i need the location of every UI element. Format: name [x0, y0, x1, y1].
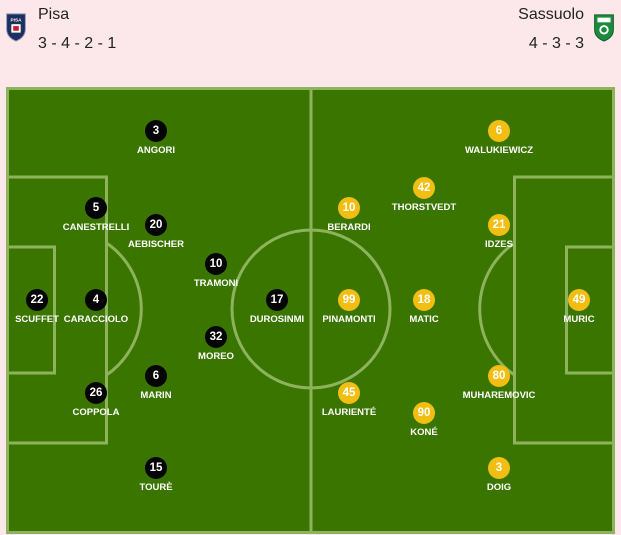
player-name: MURIC	[563, 314, 595, 325]
away-team-name: Sassuolo	[518, 6, 584, 23]
player-number: 10	[205, 253, 227, 275]
player-name: WALUKIEWICZ	[464, 145, 534, 156]
player-number: 26	[85, 382, 107, 404]
match-header: PISA Pisa 3 - 4 - 2 - 1 Sassuolo 4 - 3 -…	[0, 0, 621, 86]
player-number: 3	[488, 457, 510, 479]
player-name: BERARDI	[327, 222, 371, 233]
player-number: 4	[85, 289, 107, 311]
player-name: MARIN	[140, 390, 172, 401]
player-name: SCUFFET	[15, 314, 59, 325]
player-number: 18	[413, 289, 435, 311]
player-number: 42	[413, 177, 435, 199]
player-name: KONÉ	[410, 427, 438, 438]
player-number: 15	[145, 457, 167, 479]
player-number: 90	[413, 402, 435, 424]
player-number: 49	[568, 289, 590, 311]
player-name: PINAMONTI	[322, 314, 376, 325]
player-name: COPPOLA	[72, 407, 120, 418]
player-number: 45	[338, 382, 360, 404]
player-number: 3	[145, 120, 167, 142]
player-number: 99	[338, 289, 360, 311]
player-name: LAURIENTÉ	[321, 407, 377, 418]
player-name: ANGORI	[137, 145, 175, 156]
player-name: CANESTRELLI	[62, 222, 130, 233]
player-number: 20	[145, 214, 167, 236]
player-name: TOURÈ	[139, 482, 173, 493]
player-number: 6	[488, 120, 510, 142]
home-team-name: Pisa	[38, 6, 70, 23]
player-number: 6	[145, 365, 167, 387]
player-name: CARACCIOLO	[63, 314, 129, 325]
player-number: 22	[26, 289, 48, 311]
player-number: 10	[338, 197, 360, 219]
sassuolo-crest-icon	[594, 14, 614, 42]
player-name: AEBISCHER	[128, 239, 184, 250]
player-name: TRAMONI	[193, 278, 239, 289]
away-formation: 4 - 3 - 3	[528, 35, 584, 52]
home-formation: 3 - 4 - 2 - 1	[38, 35, 117, 52]
pitch-markings	[6, 87, 615, 534]
player-name: MOREO	[198, 351, 234, 362]
player-number: 5	[85, 197, 107, 219]
player-name: DOIG	[486, 482, 512, 493]
player-number: 21	[488, 214, 510, 236]
pisa-crest-icon: PISA	[6, 13, 26, 42]
player-number: 17	[266, 289, 288, 311]
player-name: MUHAREMOVIC	[462, 390, 536, 401]
player-name: IDZES	[485, 239, 513, 250]
player-number: 80	[488, 365, 510, 387]
player-name: MATIC	[409, 314, 439, 325]
pisa-crest-text: PISA	[11, 17, 23, 22]
player-name: DUROSINMI	[249, 314, 305, 325]
player-name: THORSTVEDT	[391, 202, 457, 213]
player-number: 32	[205, 326, 227, 348]
